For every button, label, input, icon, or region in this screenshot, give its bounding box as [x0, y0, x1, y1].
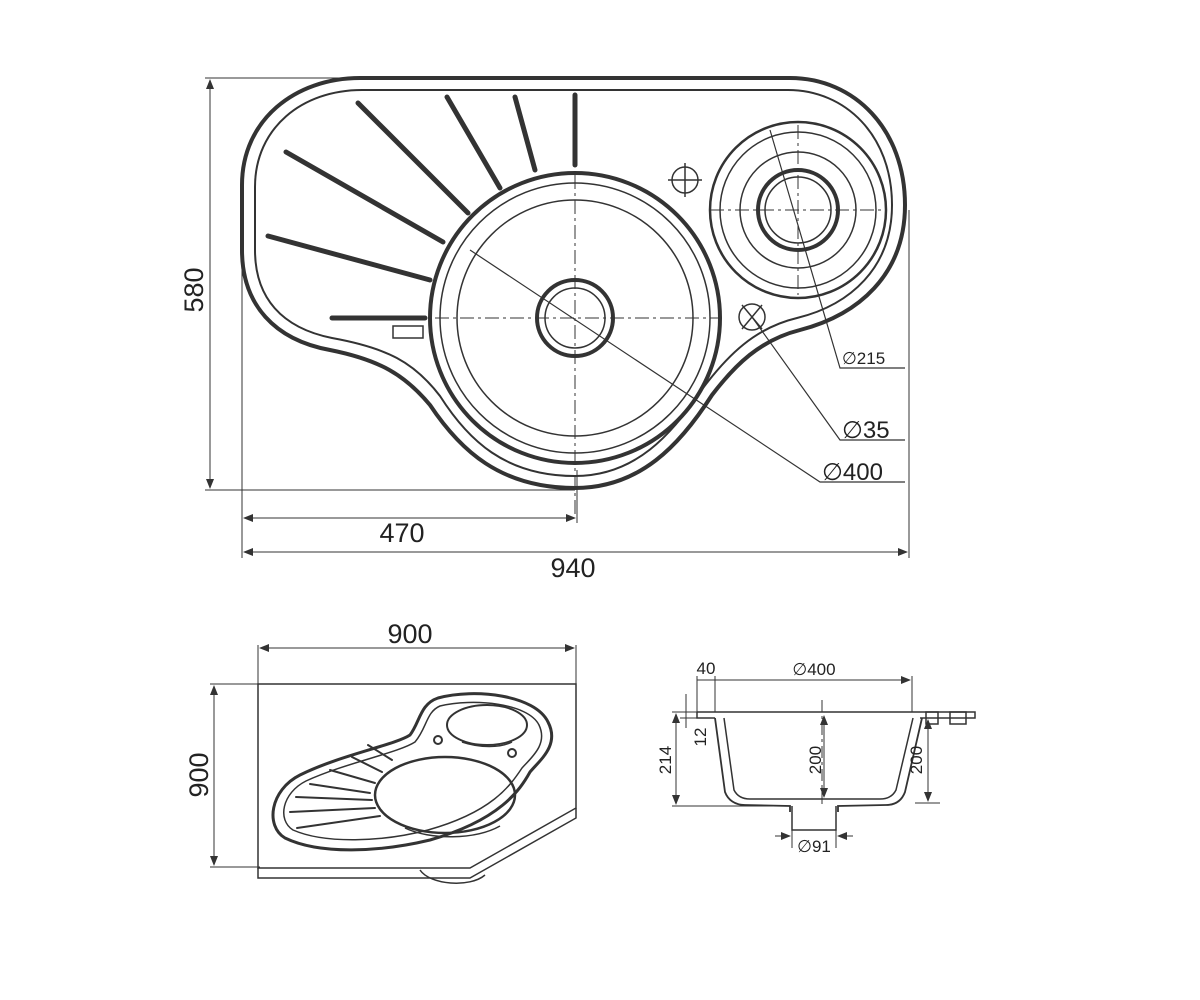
dim-label-section-diameter: ∅400 — [792, 660, 835, 679]
section-rim — [696, 711, 976, 719]
dim-label-tap-hole: ∅35 — [842, 417, 890, 444]
dim-label-total-depth: 214 — [656, 746, 675, 774]
tap-hole-icon — [668, 163, 702, 197]
dim-label-thickness: 12 — [691, 728, 710, 747]
dim-label-580: 580 — [179, 267, 209, 312]
dim-580: 580 — [179, 77, 575, 491]
section-outlet — [791, 806, 837, 831]
dim-label-940: 940 — [550, 553, 595, 583]
dim-label-drain-bowl: ∅215 — [842, 349, 885, 368]
persp-sink-outline — [271, 692, 554, 852]
drainer-grooves — [265, 92, 578, 321]
dim-label-outlet: ∅91 — [797, 837, 831, 856]
dim-label-inner-depth: 200 — [806, 746, 825, 774]
dim-label-persp-width: 900 — [387, 619, 432, 649]
countertop — [257, 683, 577, 869]
drain-bowl — [708, 120, 888, 300]
dim-940: 940 — [243, 210, 910, 583]
main-bowl — [428, 171, 722, 518]
perspective-view: 900 900 — [184, 619, 577, 884]
section-bowl — [714, 717, 923, 812]
overflow-slot — [392, 325, 424, 339]
dim-label-side-depth: 200 — [907, 746, 926, 774]
top-view: 580 470 940 ∅215 ∅35 ∅400 — [179, 76, 910, 583]
leader-lines — [469, 129, 905, 483]
dim-label-main-bowl: ∅400 — [822, 459, 883, 486]
section-view: 40 ∅400 12 214 200 200 ∅91 — [656, 659, 976, 856]
dim-label-470: 470 — [379, 518, 424, 548]
dim-label-persp-height: 900 — [184, 752, 214, 797]
dim-label-rim: 40 — [697, 659, 716, 678]
dim-470: 470 — [241, 250, 578, 558]
persp-grooves — [289, 744, 393, 829]
